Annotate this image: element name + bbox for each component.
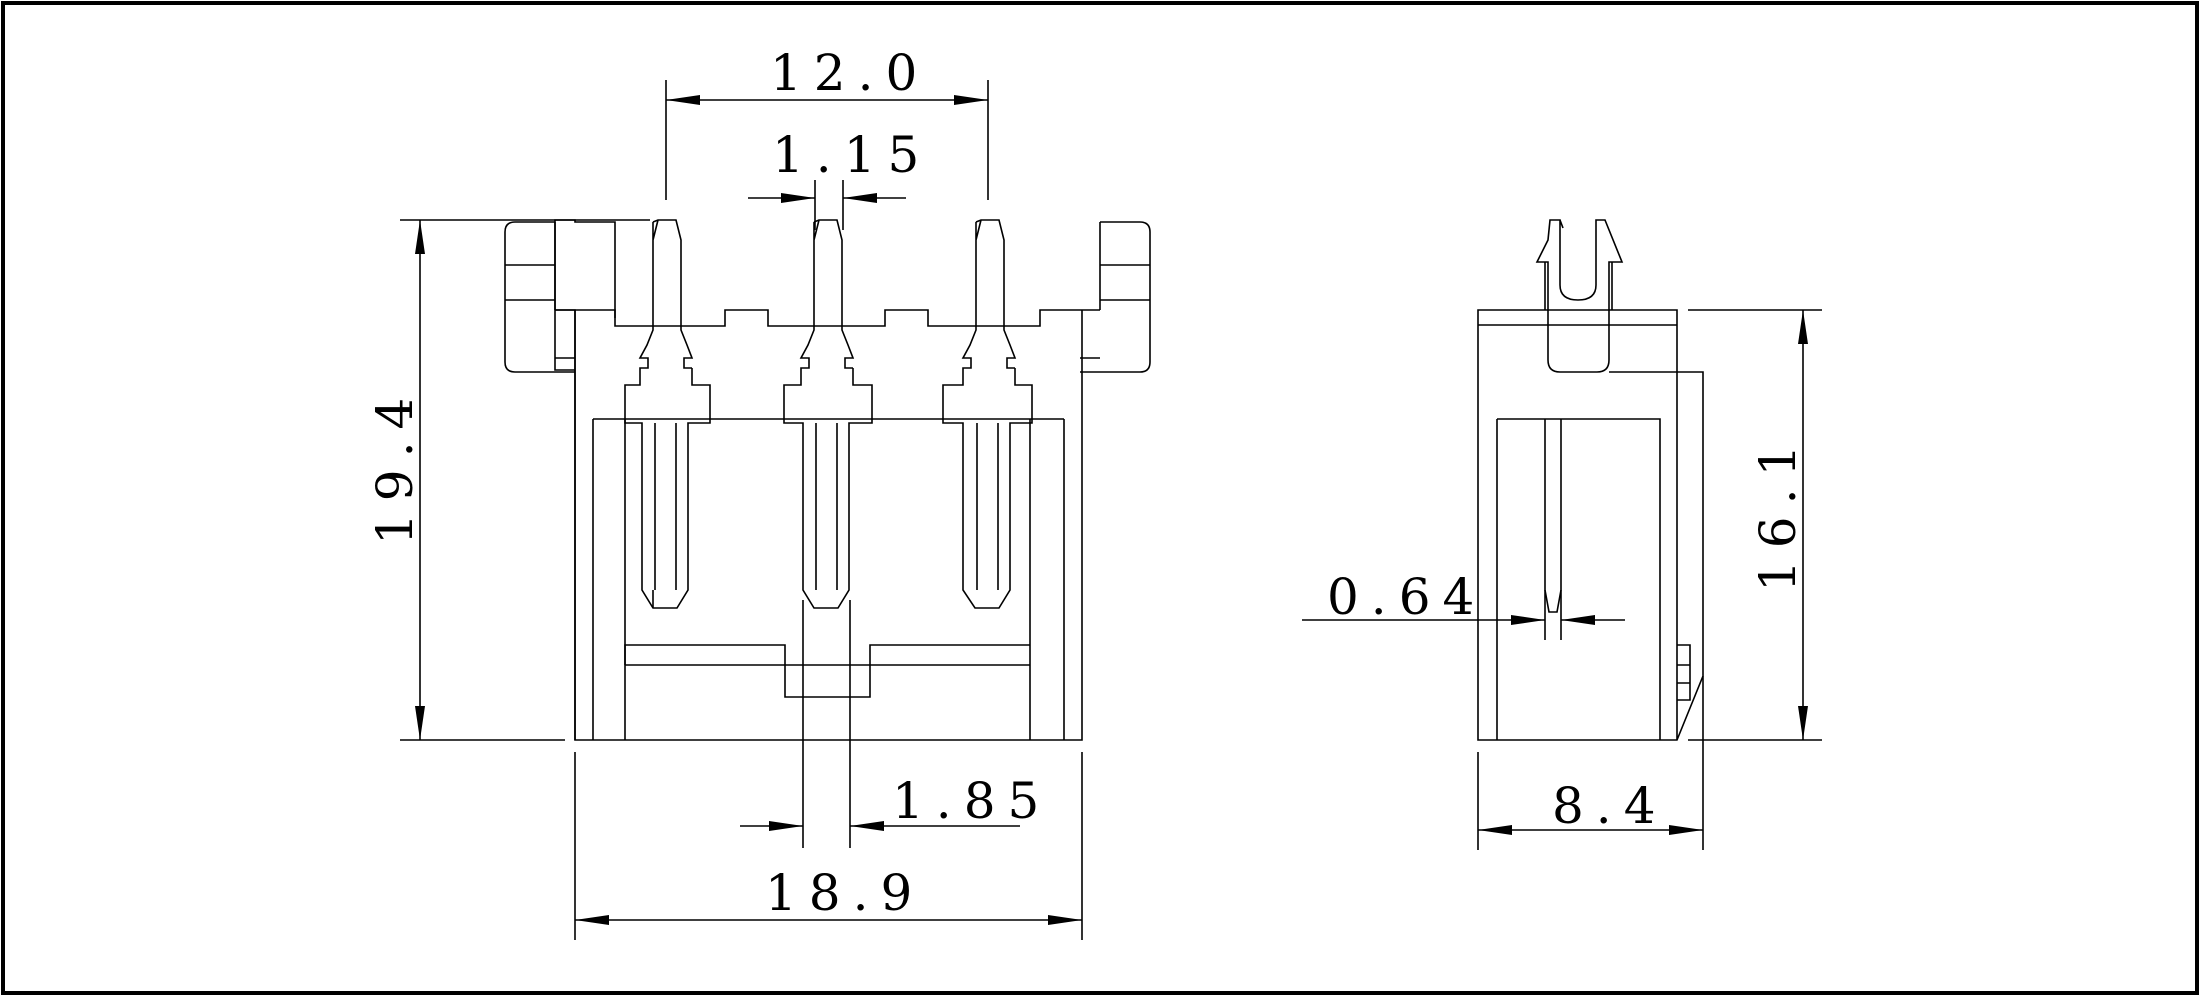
dim-16-1: 16.1 — [1688, 309, 1822, 741]
front-body — [574, 310, 1083, 741]
left-ear — [504, 221, 575, 373]
dim-12-0-label: 12.0 — [770, 44, 929, 102]
front-pin-3 — [942, 219, 1033, 609]
dim-0-64: 0.64 — [1302, 568, 1625, 640]
dim-19-4-label: 19.4 — [366, 386, 424, 545]
front-top-edge — [555, 309, 1100, 327]
dim-8-4: 8.4 — [1477, 676, 1704, 850]
side-body — [1477, 309, 1704, 741]
front-pin-2 — [783, 219, 873, 609]
dim-1-15-label: 1.15 — [772, 126, 931, 184]
front-pin-1 — [624, 219, 711, 609]
dim-18-9-label: 18.9 — [765, 864, 924, 922]
front-view: 12.0 1.15 19.4 1.8 — [366, 44, 1151, 940]
dim-8-4-label: 8.4 — [1552, 777, 1668, 835]
side-view: 0.64 16.1 8.4 — [1302, 219, 1822, 850]
side-latch — [1535, 219, 1677, 373]
right-ear — [1080, 221, 1151, 373]
dim-16-1-label: 16.1 — [1749, 433, 1807, 592]
dim-1-15: 1.15 — [748, 126, 931, 230]
side-pin — [1544, 419, 1562, 613]
dim-18-9: 18.9 — [574, 752, 1083, 940]
front-bottom-recess — [624, 644, 1030, 698]
dim-19-4: 19.4 — [366, 219, 650, 741]
dim-1-85: 1.85 — [740, 600, 1051, 848]
front-housing — [554, 219, 616, 740]
dim-0-64-label: 0.64 — [1327, 568, 1486, 626]
dim-1-85-label: 1.85 — [892, 772, 1051, 830]
dim-12-0: 12.0 — [665, 44, 989, 200]
